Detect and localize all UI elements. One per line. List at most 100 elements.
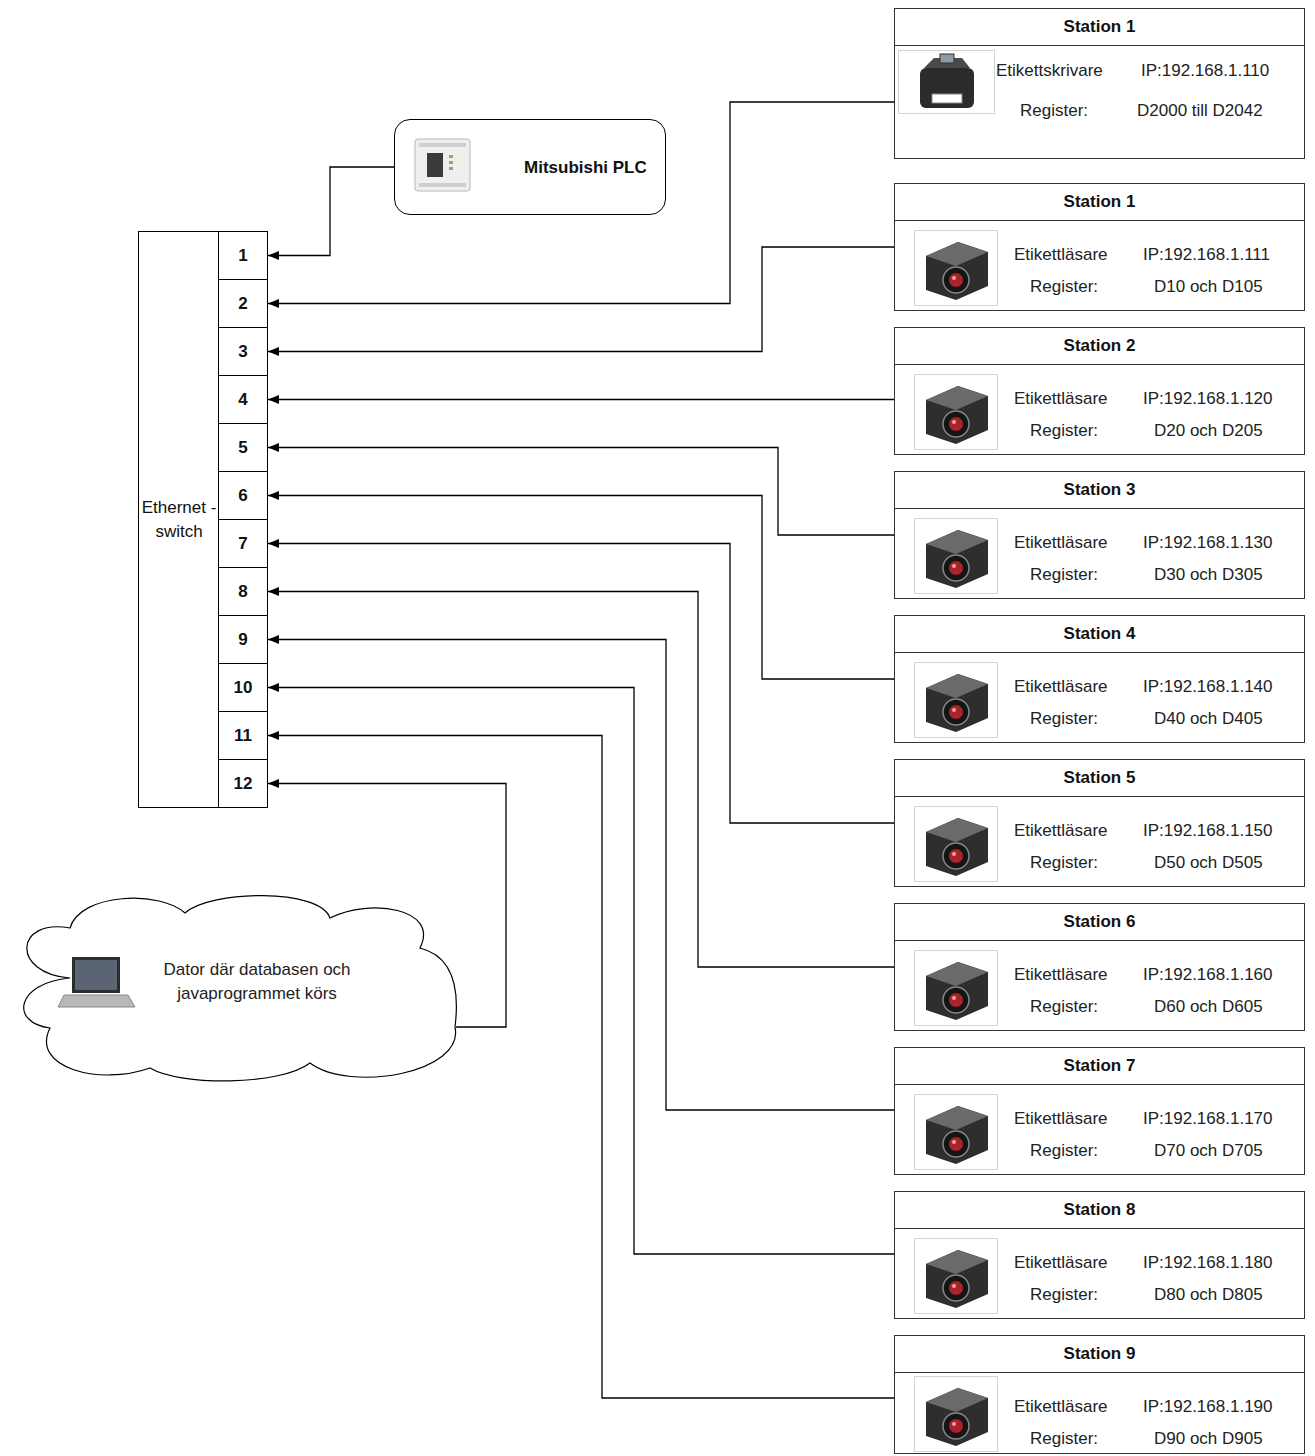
station-box: Station 3 Etikettläsare IP:192.168.1.130Re… <box>894 471 1305 599</box>
register-label: Register: <box>1030 421 1098 441</box>
port-number: 9 <box>219 616 267 663</box>
network-cable <box>268 688 894 1255</box>
port-number: 10 <box>219 664 267 711</box>
reader-icon <box>915 231 998 306</box>
network-cable <box>268 247 894 352</box>
device-type: Etikettläsare <box>1014 1109 1108 1129</box>
device-type: Etikettläsare <box>1014 965 1108 985</box>
network-cable <box>268 399 894 400</box>
plc-body <box>415 139 470 191</box>
computer-cloud: Dator där databasen och javaprogrammet k… <box>10 888 456 1086</box>
register-range: D70 och D705 <box>1154 1141 1263 1161</box>
ip-address: IP:192.168.1.130 <box>1143 533 1273 553</box>
network-cable <box>268 736 894 1399</box>
register-label: Register: <box>1030 1429 1098 1449</box>
network-cable <box>268 102 894 304</box>
port-box: 6 <box>218 471 268 520</box>
station-box: Station 5EtikettläsareIP:192.168.1.150Re… <box>894 759 1305 887</box>
cloud-outline <box>24 896 457 1081</box>
station-box: Station 8EtikettläsareIP:192.168.1.180Re… <box>894 1191 1305 1319</box>
port-box: 7 <box>218 519 268 568</box>
port-box: 3 <box>218 327 268 376</box>
port-number: 4 <box>219 376 267 423</box>
station-header: Station 7 <box>895 1048 1304 1085</box>
register-label: Register: <box>1030 853 1098 873</box>
station-header: Station 8 <box>895 1192 1304 1229</box>
register-range: D60 och D605 <box>1154 997 1263 1017</box>
device-label: Mitsubishi PLC <box>524 158 647 178</box>
register-label: Register: <box>1030 565 1098 585</box>
ip-address: IP:192.168.1.110 <box>1141 61 1269 81</box>
ip-address: IP:192.168.1.150 <box>1143 821 1273 841</box>
device-type: Etikettläsare <box>1014 677 1108 697</box>
station-box: Station 2EtikettläsareIP:192.168.1.120Re… <box>894 327 1305 455</box>
device-type: Etikettläsare <box>1014 533 1108 553</box>
network-cable <box>268 544 894 824</box>
network-cable <box>268 167 394 256</box>
reader-icon <box>915 1095 998 1170</box>
port-number: 2 <box>219 280 267 327</box>
plc-icon <box>415 139 470 191</box>
station-header: Station 6 <box>895 904 1304 941</box>
device-type: Etikettskrivare <box>996 61 1103 81</box>
computer-label: Dator där databasen och javaprogrammet k… <box>143 958 371 1006</box>
device-type: Etikettläsare <box>1014 389 1108 409</box>
station-header: Station 4 <box>895 616 1304 653</box>
device-type: Etikettläsare <box>1014 1397 1108 1417</box>
switch-box: Ethernet -switch123456789101112 <box>138 231 268 808</box>
port-number: 8 <box>219 568 267 615</box>
station-box: Station 4 Etikettläsare IP:192.168.1.140Re… <box>894 615 1305 743</box>
station-box: Station 7 Etikettläsare IP:192.168.1.170Re… <box>894 1047 1305 1175</box>
register-range: D20 och D205 <box>1154 421 1263 441</box>
switch-label: Ethernet -switch <box>140 496 218 544</box>
station-header: Station 3 <box>895 472 1304 509</box>
plc-led <box>449 155 453 158</box>
register-label: Register: <box>1030 1141 1098 1161</box>
register-label: Register: <box>1030 277 1098 297</box>
port-box: 1 <box>218 231 268 280</box>
laptop-display <box>75 960 117 990</box>
ip-address: IP:192.168.1.140 <box>1143 677 1273 697</box>
station-header: Station 9 <box>895 1336 1304 1373</box>
device-type: Etikettläsare <box>1014 245 1108 265</box>
register-label: Register: <box>1030 1285 1098 1305</box>
plc-box: Mitsubishi PLC <box>394 119 666 215</box>
ip-address: IP:192.168.1.111 <box>1143 245 1270 265</box>
reader-icon <box>915 663 998 738</box>
port-box: 12 <box>218 759 268 808</box>
port-number: 7 <box>219 520 267 567</box>
register-label: Register: <box>1030 709 1098 729</box>
ip-address: IP:192.168.1.180 <box>1143 1253 1273 1273</box>
plc-terminal <box>419 183 466 187</box>
port-number: 12 <box>219 760 267 807</box>
device-type: Etikettläsare <box>1014 821 1108 841</box>
ip-address: IP:192.168.1.120 <box>1143 389 1273 409</box>
station-box: Station 1 Etikettskrivare IP:192.168.1.110… <box>894 8 1305 159</box>
port-number: 11 <box>219 712 267 759</box>
network-cable <box>268 448 894 536</box>
station-header: Station 1 <box>895 184 1304 221</box>
plc-led <box>449 161 453 164</box>
laptop-icon <box>58 957 135 1007</box>
register-label: Register: <box>1030 997 1098 1017</box>
port-number: 3 <box>219 328 267 375</box>
reader-icon <box>915 1239 998 1314</box>
ip-address: IP:192.168.1.190 <box>1143 1397 1273 1417</box>
laptop-screen <box>72 957 120 993</box>
station-box: Station 6EtikettläsareIP:192.168.1.160Re… <box>894 903 1305 1031</box>
port-box: 8 <box>218 567 268 616</box>
station-header: Station 1 <box>895 9 1304 46</box>
register-range: D30 och D305 <box>1154 565 1263 585</box>
plc-panel <box>427 153 443 177</box>
reader-icon <box>915 1377 998 1452</box>
port-box: 10 <box>218 663 268 712</box>
register-range: D90 och D905 <box>1154 1429 1263 1449</box>
laptop-base <box>58 995 135 1007</box>
ip-address: IP:192.168.1.170 <box>1143 1109 1273 1129</box>
port-box: 9 <box>218 615 268 664</box>
register-range: D80 och D805 <box>1154 1285 1263 1305</box>
port-box: 11 <box>218 711 268 760</box>
